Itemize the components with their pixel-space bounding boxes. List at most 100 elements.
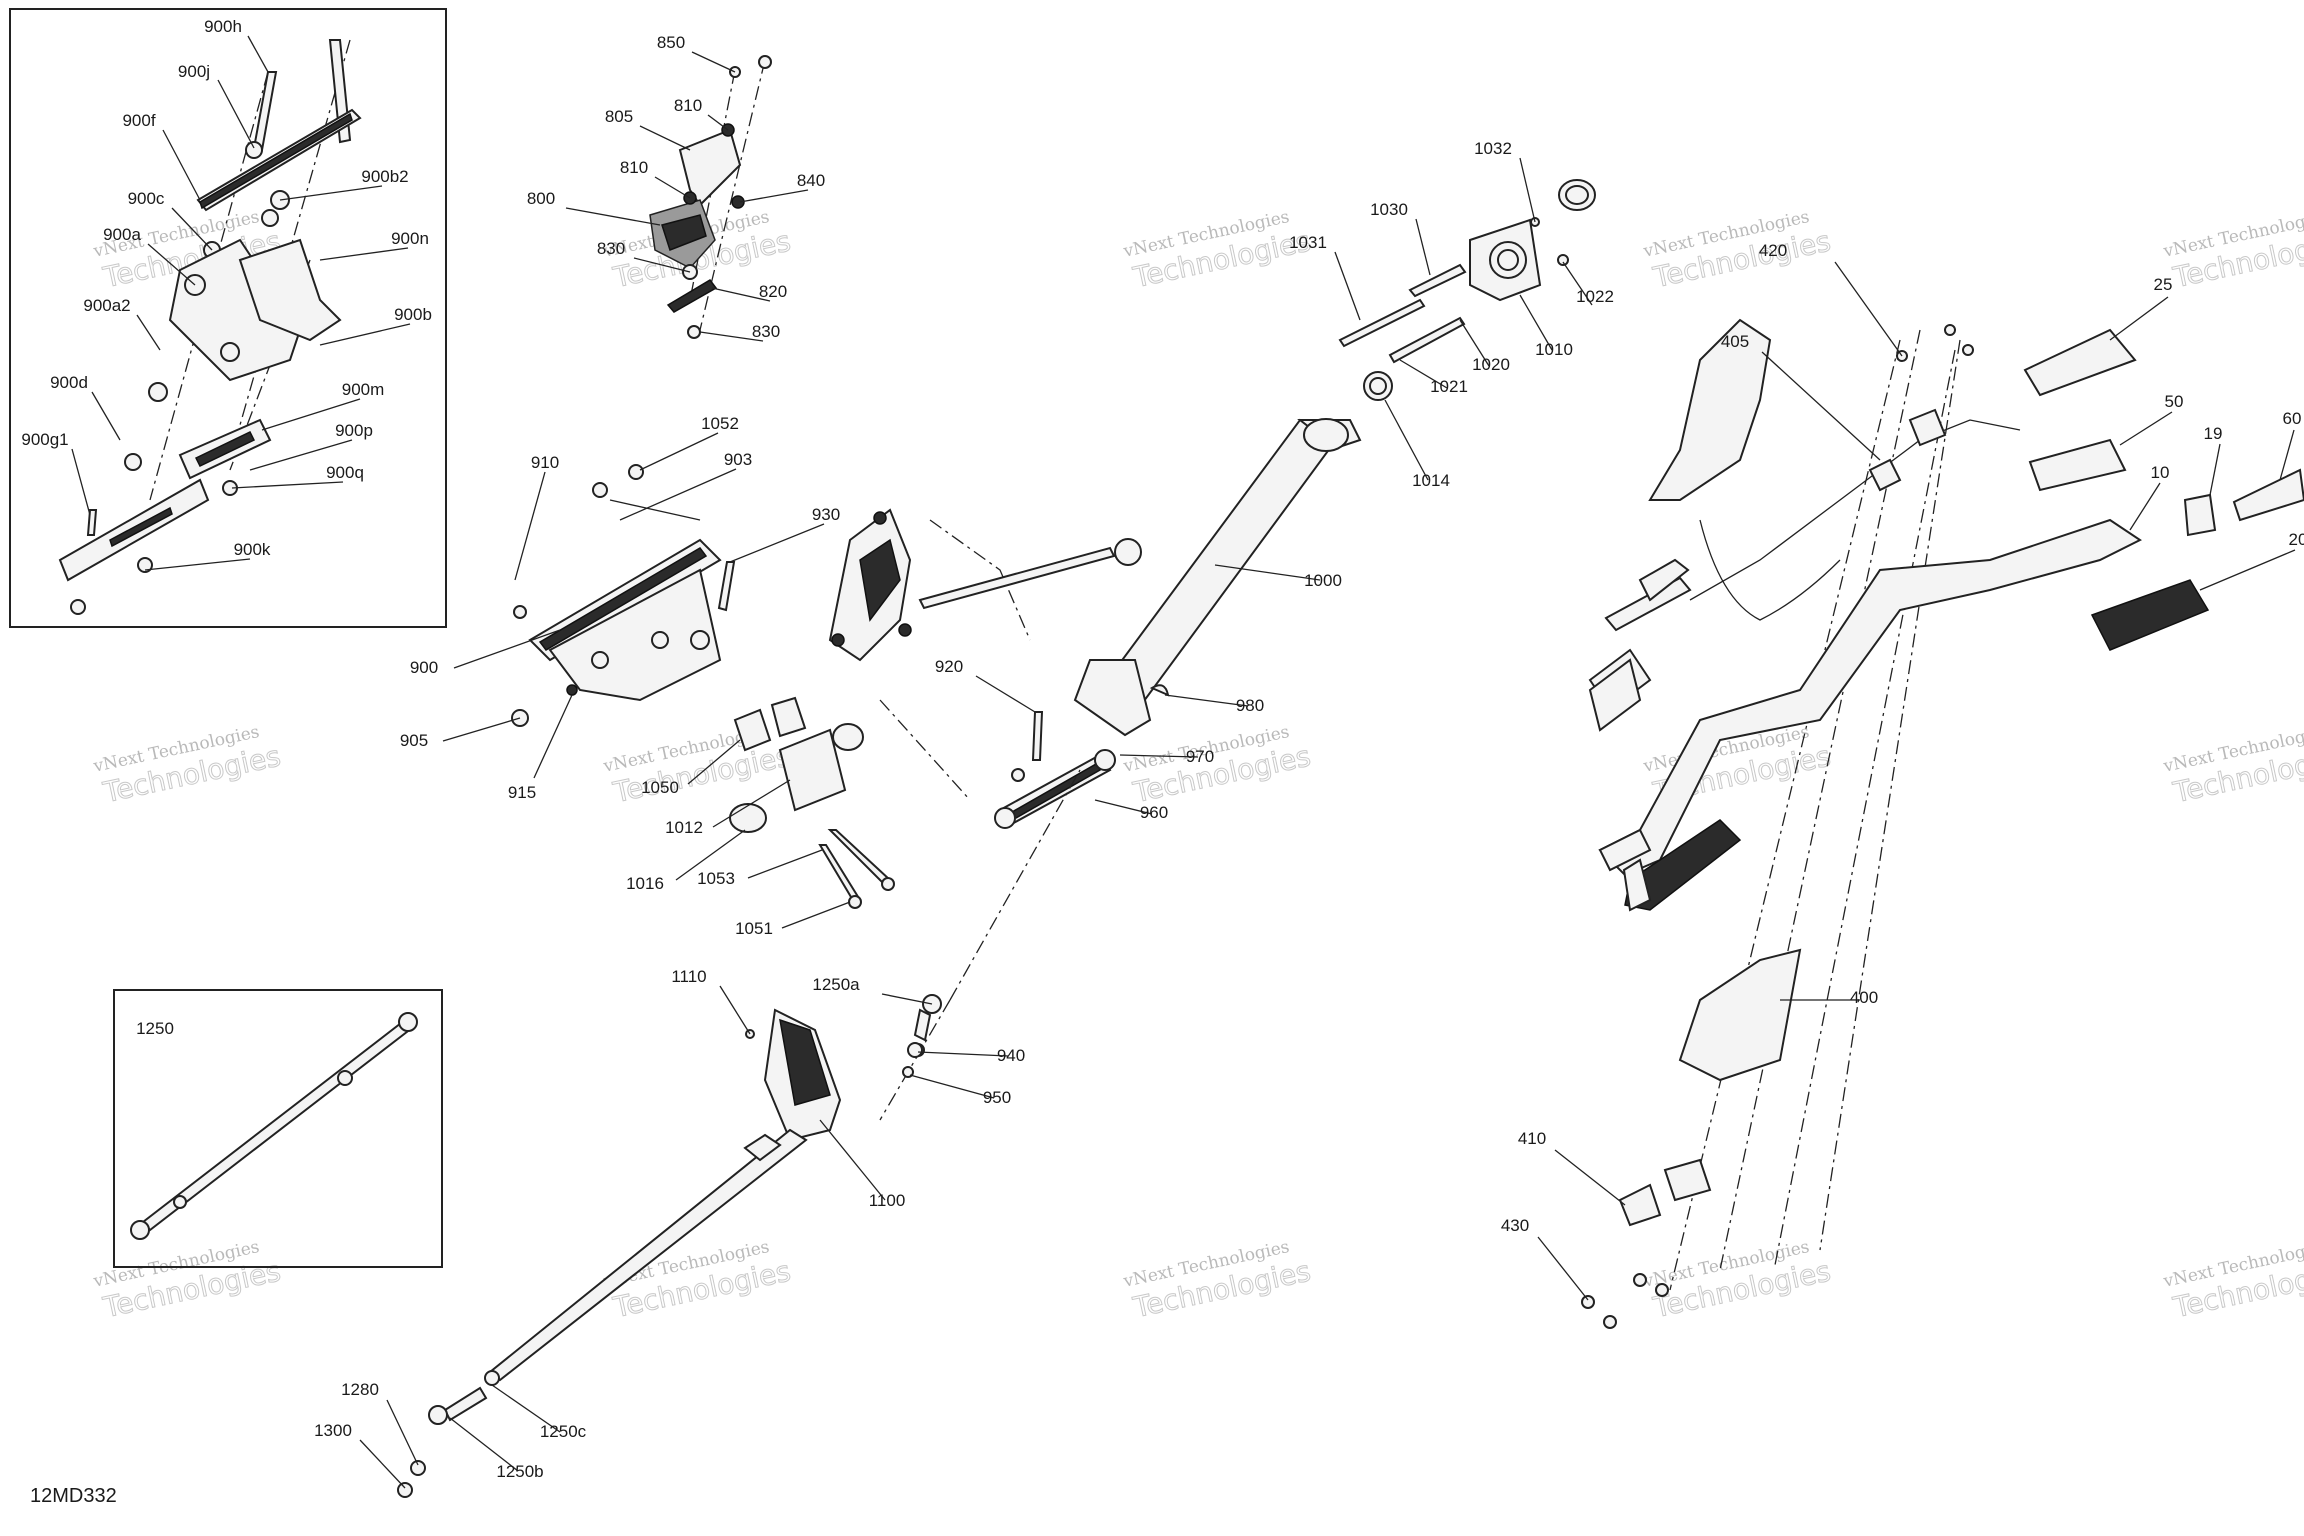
inset-1250-parts: [130, 1012, 418, 1240]
part-callout: 900h: [204, 17, 242, 36]
part-callout: 915: [508, 783, 536, 802]
part-callout: 805: [605, 107, 633, 126]
part-callout: 1022: [1576, 287, 1614, 306]
handlebar-leaders: [1537, 261, 2296, 1301]
part-callout: 1051: [735, 919, 773, 938]
part-callout: 1000: [1304, 571, 1342, 590]
part-callout: 50: [2165, 392, 2184, 411]
clamp-1050-parts: [729, 696, 895, 909]
column-1000-leaders: [1214, 157, 1593, 581]
part-callout: 1250a: [812, 975, 860, 994]
part-callout: 900q: [326, 463, 364, 482]
part-callout: 1052: [701, 414, 739, 433]
part-callout: 1031: [1289, 233, 1327, 252]
part-callout: 900n: [391, 229, 429, 248]
inset-frame-900: [9, 8, 447, 628]
part-callout: 900f: [122, 111, 155, 130]
part-callout: 840: [797, 171, 825, 190]
part-callout: 903: [724, 450, 752, 469]
part-callout: 1250b: [496, 1462, 543, 1481]
part-callout: 960: [1140, 803, 1168, 822]
part-callout: 1110: [671, 967, 706, 986]
part-callout: 1250c: [540, 1422, 587, 1441]
part-callout: 800: [527, 189, 555, 208]
part-callout: 930: [812, 505, 840, 524]
inset-frame-1250: [113, 989, 443, 1268]
part-callout: 25: [2154, 275, 2173, 294]
bracket-900-parts: [511, 464, 1170, 829]
part-callout: 950: [983, 1088, 1011, 1107]
part-callout: 920: [935, 657, 963, 676]
part-callout: 940: [997, 1046, 1025, 1065]
part-callout: 810: [674, 96, 702, 115]
part-callout: 1020: [1472, 355, 1510, 374]
part-callout: 900d: [50, 373, 88, 392]
part-callout: 900a2: [83, 296, 130, 315]
part-callout: 410: [1518, 1129, 1546, 1148]
part-callout: 900j: [178, 62, 210, 81]
group-800-leaders: [565, 51, 809, 342]
part-callout: 1300: [314, 1421, 352, 1440]
part-callout: 905: [400, 731, 428, 750]
clamp-1050-leaders: [675, 739, 851, 929]
part-callout: 1250: [136, 1019, 174, 1038]
part-callout: 1053: [697, 869, 735, 888]
part-callout: 1021: [1430, 377, 1468, 396]
part-callout: 900k: [234, 540, 271, 559]
part-callout: 1030: [1370, 200, 1408, 219]
part-callout: 10: [2151, 463, 2170, 482]
handlebar-parts: [1581, 318, 2304, 1329]
part-callout: 830: [597, 239, 625, 258]
part-callout: 19: [2204, 424, 2223, 443]
part-callout: 850: [657, 33, 685, 52]
part-callout: 900c: [128, 189, 165, 208]
part-callout: 1012: [665, 818, 703, 837]
bracket-900-leaders: [442, 432, 1249, 815]
part-callout: 810: [620, 158, 648, 177]
part-callout: 820: [759, 282, 787, 301]
part-callout: 1032: [1474, 139, 1512, 158]
group-800-parts: [649, 55, 772, 339]
part-callout: 980: [1236, 696, 1264, 715]
part-callout: 830: [752, 322, 780, 341]
part-callout: 900b: [394, 305, 432, 324]
part-callout: 900: [410, 658, 438, 677]
part-callout: 900m: [342, 380, 385, 399]
part-callout: 20: [2289, 530, 2304, 549]
inset-900-parts: [58, 39, 362, 615]
part-callout: 430: [1501, 1216, 1529, 1235]
part-callout: 1016: [626, 874, 664, 893]
part-callout: 910: [531, 453, 559, 472]
part-callout: 405: [1721, 332, 1749, 351]
part-callout: 1050: [641, 778, 679, 797]
part-callout: 900g1: [21, 430, 68, 449]
part-callout: 1280: [341, 1380, 379, 1399]
diagram-code: 12MD332: [30, 1485, 117, 1507]
part-callout: 420: [1759, 241, 1787, 260]
part-callout: 900p: [335, 421, 373, 440]
lower-shaft-leaders: [359, 985, 1009, 1489]
column-1000-parts: [1073, 179, 1596, 737]
lower-shaft-parts: [397, 769, 1081, 1498]
part-callout: 60: [2283, 409, 2302, 428]
part-callout: 900b2: [361, 167, 408, 186]
part-callout: 400: [1850, 988, 1878, 1007]
part-callout: 1100: [869, 1191, 906, 1210]
part-callout: 1010: [1535, 340, 1573, 359]
inset-900-leaders: [71, 35, 411, 571]
part-callout: 1014: [1412, 471, 1450, 490]
part-callout: 970: [1186, 747, 1214, 766]
